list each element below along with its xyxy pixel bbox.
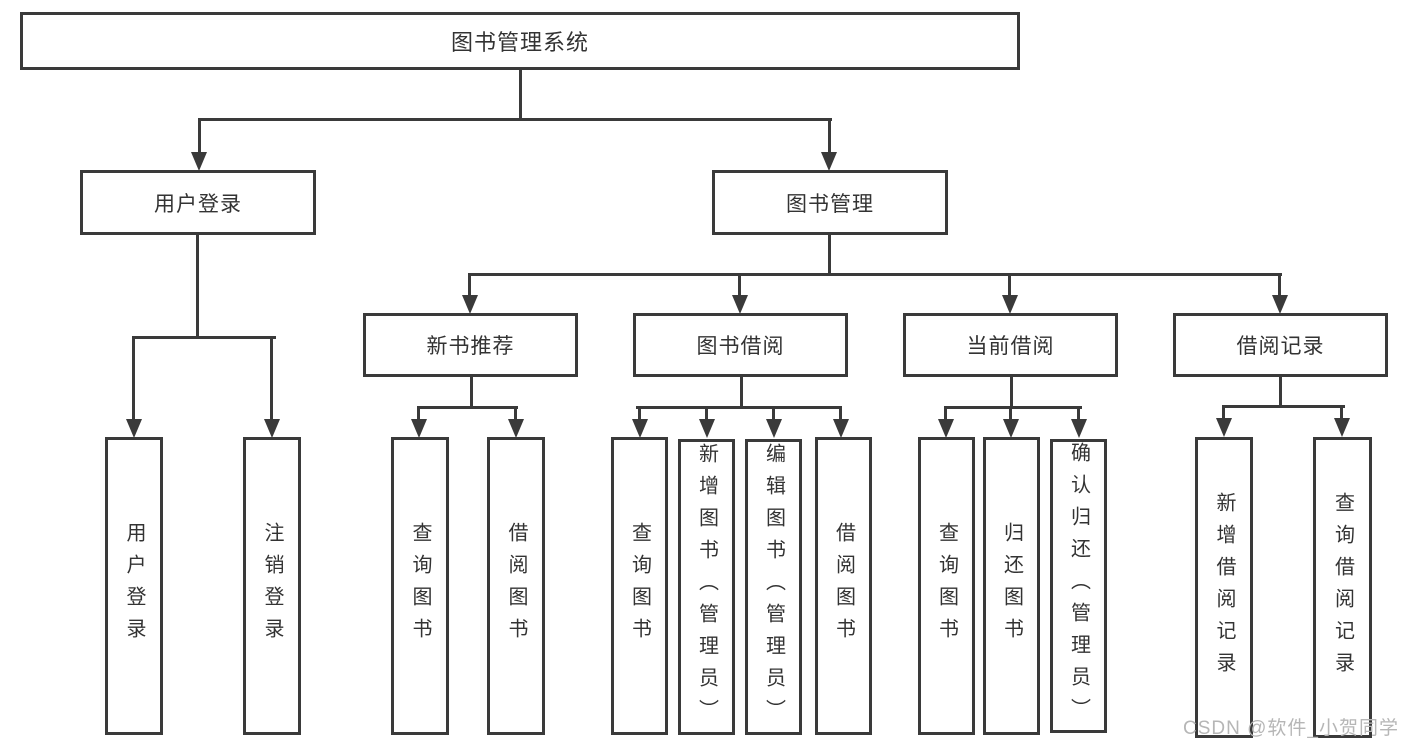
leaf-logout-label: 注销登录 (261, 522, 283, 650)
leaf-br-add-record: 新增借阅记录 (1195, 437, 1253, 738)
connector-stem (1340, 405, 1343, 420)
leaf-bb-add-book-label: 新增图书（管理员） (695, 443, 718, 731)
connector-book-mgmt-stem (828, 233, 831, 276)
connector-stem (839, 406, 842, 420)
connector-user-login-stem (196, 233, 199, 339)
leaf-cb-return-book-label: 归还图书 (1000, 522, 1023, 650)
connector-nb-stem (470, 374, 473, 409)
leaf-br-query-record: 查询借阅记录 (1313, 437, 1372, 738)
connector-stem (738, 273, 741, 297)
arrowhead-down (1071, 419, 1087, 438)
leaf-nb-query-book: 查询图书 (391, 437, 449, 735)
connector-br-stem (1279, 374, 1282, 408)
node-current-borrow-label: 当前借阅 (966, 335, 1055, 358)
leaf-nb-borrow-book-label: 借阅图书 (505, 522, 527, 650)
connector-stem (514, 406, 517, 420)
node-book-management-label: 图书管理 (786, 192, 874, 216)
connector-root-stem (519, 68, 522, 118)
leaf-nb-borrow-book: 借阅图书 (487, 437, 545, 735)
leaf-user-login-label: 用户登录 (123, 522, 145, 650)
leaf-cb-query-book-label: 查询图书 (935, 522, 958, 650)
leaf-bb-edit-book: 编辑图书（管理员） (745, 439, 802, 735)
connector-stem (1222, 405, 1225, 420)
leaf-bb-edit-book-label: 编辑图书（管理员） (762, 443, 785, 731)
node-root-label: 图书管理系统 (450, 30, 589, 55)
node-book-borrow-label: 图书借阅 (696, 335, 785, 358)
connector-br-rail (1222, 405, 1345, 408)
leaf-cb-query-book: 查询图书 (918, 437, 975, 735)
arrowhead-down (462, 295, 478, 314)
connector-stem (638, 406, 641, 420)
connector-stem (417, 406, 420, 420)
arrowhead-down (1272, 295, 1288, 314)
arrowhead-down (1216, 418, 1232, 437)
connector-stem (132, 336, 135, 420)
node-borrow-records-label: 借阅记录 (1236, 335, 1325, 358)
connector-bb-stem (740, 374, 743, 409)
arrowhead-down (938, 419, 954, 438)
csdn-watermark: CSDN @软件_小贺同学 (1183, 718, 1399, 739)
leaf-br-add-record-label: 新增借阅记录 (1213, 491, 1235, 684)
arrowhead-down (411, 419, 427, 438)
connector-stem (270, 336, 273, 420)
connector-cb-stem (1010, 374, 1013, 409)
connector-stem (1008, 273, 1011, 297)
leaf-bb-query-book-label: 查询图书 (628, 522, 651, 650)
leaf-bb-borrow-book: 借阅图书 (815, 437, 872, 735)
leaf-user-login: 用户登录 (105, 437, 163, 735)
leaf-bb-borrow-book-label: 借阅图书 (832, 522, 855, 650)
node-current-borrow: 当前借阅 (903, 313, 1118, 377)
connector-stem (1278, 273, 1281, 297)
connector-user-login-rail (132, 336, 276, 339)
leaf-cb-confirm-return: 确认归还（管理员） (1050, 439, 1107, 733)
leaf-br-query-record-label: 查询借阅记录 (1331, 491, 1354, 684)
node-new-book-recommend: 新书推荐 (363, 313, 578, 377)
connector-bb-rail (636, 406, 842, 409)
connector-stem (705, 406, 708, 420)
arrowhead-down (821, 152, 837, 171)
leaf-logout: 注销登录 (243, 437, 301, 735)
leaf-bb-query-book: 查询图书 (611, 437, 668, 735)
arrowhead-down (732, 295, 748, 314)
connector-stem (1077, 406, 1080, 420)
connector-stem (198, 118, 201, 154)
connector-stem (1009, 406, 1012, 420)
connector-cb-rail (944, 406, 1082, 409)
connector-stem (468, 273, 471, 297)
node-new-book-recommend-label: 新书推荐 (426, 335, 515, 358)
node-book-management: 图书管理 (712, 170, 948, 235)
leaf-cb-confirm-return-label: 确认归还（管理员） (1067, 442, 1090, 730)
node-user-login: 用户登录 (80, 170, 316, 235)
node-root: 图书管理系统 (20, 12, 1020, 70)
arrowhead-down (1002, 295, 1018, 314)
leaf-cb-return-book: 归还图书 (983, 437, 1040, 735)
arrowhead-down (632, 419, 648, 438)
arrowhead-down (264, 419, 280, 438)
node-user-login-label: 用户登录 (154, 192, 242, 216)
connector-book-mgmt-rail (469, 273, 1282, 276)
arrowhead-down (508, 419, 524, 438)
connector-stem (828, 118, 831, 154)
arrowhead-down (766, 419, 782, 438)
node-book-borrow: 图书借阅 (633, 313, 848, 377)
arrowhead-down (699, 419, 715, 438)
leaf-bb-add-book: 新增图书（管理员） (678, 439, 735, 735)
connector-stem (772, 406, 775, 420)
leaf-nb-query-book-label: 查询图书 (409, 522, 431, 650)
connector-root-rail (198, 118, 832, 121)
arrowhead-down (126, 419, 142, 438)
arrowhead-down (1003, 419, 1019, 438)
connector-stem (944, 406, 947, 420)
node-borrow-records: 借阅记录 (1173, 313, 1388, 377)
arrowhead-down (1334, 418, 1350, 437)
arrowhead-down (191, 152, 207, 171)
connector-nb-rail (418, 406, 518, 409)
arrowhead-down (833, 419, 849, 438)
